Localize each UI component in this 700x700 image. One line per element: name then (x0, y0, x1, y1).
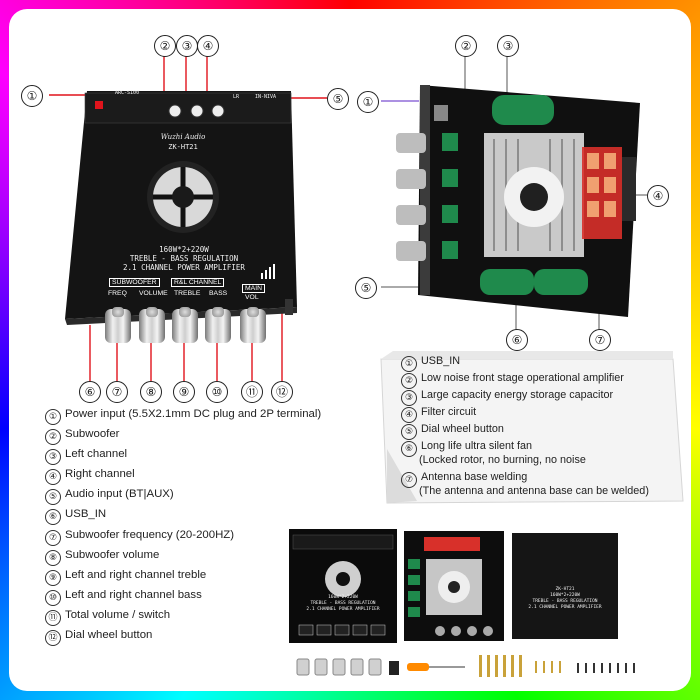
main-volume-knob (240, 307, 266, 343)
legend-num: ⑧ (45, 549, 61, 566)
legend-num: ① (401, 356, 417, 372)
treble-knob (172, 307, 198, 343)
kit-back-model: ZK-HT21 (555, 587, 575, 592)
legend-text: Right channel (65, 468, 135, 481)
legend-text: Low noise front stage operational amplif… (421, 372, 624, 384)
kit-function-line: TREBLE - BASS REGULATION (310, 601, 376, 606)
kit-accessories (296, 655, 635, 677)
kit-product-line: 2.1 CHANNEL POWER AMPLIFIER (306, 607, 380, 612)
callout-7: ⑦ (106, 381, 128, 403)
kit-front-panel-art (292, 534, 394, 636)
legend-text: Long life ultra silent fan (421, 440, 533, 452)
in-label: IN-NIVA (255, 94, 277, 100)
legend-num: ⑦ (401, 472, 417, 488)
bass-knob (205, 307, 231, 343)
front-legend: ① Power input (5.5X2.1mm DC plug and 2P t… (45, 408, 321, 649)
legend-text: Total volume / switch (65, 608, 171, 621)
legend-num: ⑨ (45, 569, 61, 586)
board-callout-2: ② (455, 35, 477, 57)
legend-num: ⑤ (401, 424, 417, 440)
legend-text: Audio input (BT|AUX) (65, 488, 174, 501)
kit-board (404, 531, 504, 641)
legend-text: Left and right channel treble (65, 568, 207, 581)
function-line: TREBLE - BASS REGULATION (129, 254, 239, 263)
legend-num: ③ (45, 449, 61, 466)
legend-num: ⑪ (45, 609, 61, 626)
model-label: ZK-HT21 (168, 143, 198, 151)
legend-text: (Locked rotor, no burning, no noise (419, 454, 586, 466)
group-subwoofer: SUBWOOFER (109, 278, 160, 287)
legend-text: Large capacity energy storage capacitor (421, 389, 614, 401)
brand-logo: Wuzhi Audio (160, 133, 206, 141)
legend-num: ④ (401, 407, 417, 423)
callout-5: ⑤ (327, 88, 349, 110)
legend-num: ① (45, 409, 61, 425)
legend-num: ③ (401, 390, 417, 406)
knob-label-volume: VOLUME (139, 290, 168, 297)
legend-text: Subwoofer frequency (20-200HZ) (65, 528, 235, 541)
kit-back-product: 2.1 CHANNEL POWER AMPLIFIER (528, 605, 602, 610)
callout-4: ④ (197, 35, 219, 57)
kit-back-panel (512, 533, 618, 639)
board-callout-3: ③ (497, 35, 519, 57)
board-legend: ① USB_IN ② Low noise front stage operation… (401, 355, 649, 502)
legend-num: ⑦ (45, 529, 61, 546)
group-main: MAIN (242, 284, 265, 293)
legend-text: USB_IN (65, 508, 107, 521)
power-rating: 160W*2+220W (159, 245, 209, 254)
kit-back-function: TREBLE - BASS REGULATION (532, 599, 598, 604)
knob-label-vol: VOL (245, 294, 259, 301)
callout-6: ⑥ (79, 381, 101, 403)
callout-2: ② (154, 35, 176, 57)
legend-text: USB_IN (421, 355, 461, 367)
kit-front-panel (289, 529, 397, 643)
circuit-board-photo (396, 85, 640, 317)
product-sheet: ARC-S100 LR IN-NIVA Wuzhi Audio ZK-HT21 … (9, 9, 691, 691)
product-line: 2.1 CHANNEL POWER AMPLIFIER (123, 263, 245, 272)
freq-knob (105, 307, 131, 343)
board-callout-7: ⑦ (589, 329, 611, 351)
kit-back-power: 160W*2+220W (550, 593, 580, 598)
legend-num: ⑫ (45, 630, 61, 647)
volume-knob (139, 307, 165, 343)
callout-8: ⑧ (140, 381, 162, 403)
legend-text: Left and right channel bass (65, 588, 202, 601)
legend-num: ⑥ (401, 441, 417, 457)
board-callout-6: ⑥ (506, 329, 528, 351)
board-callout-5: ⑤ (355, 277, 377, 299)
legend-text: Dial wheel button (65, 629, 153, 642)
board-callout-4: ④ (647, 185, 669, 207)
legend-text: Left channel (65, 448, 128, 461)
legend-text: Power input (5.5X2.1mm DC plug and 2P te… (65, 408, 322, 420)
callout-1: ① (21, 85, 43, 107)
legend-num: ⑥ (45, 509, 61, 526)
legend-num: ⑩ (45, 589, 61, 606)
callout-12: ⑫ (271, 381, 293, 403)
kit-power-line: 160W*2+220W (328, 595, 358, 600)
board-callout-1: ① (357, 91, 379, 113)
knob-label-freq: FREQ (108, 290, 127, 297)
group-rl-channel: R&L CHANNEL (171, 278, 225, 287)
legend-num: ④ (45, 469, 61, 486)
legend-text: Dial wheel button (421, 423, 504, 435)
callout-9: ⑨ (173, 381, 195, 403)
packaging-box (380, 351, 684, 504)
legend-num: ⑤ (45, 489, 61, 506)
legend-text: Subwoofer (65, 428, 120, 441)
legend-text: (The antenna and antenna base can be wel… (419, 485, 649, 497)
legend-num: ② (401, 373, 417, 389)
knob-label-treble: TREBLE (174, 290, 201, 297)
lr-label: LR (233, 94, 240, 100)
input-label: ARC-S100 (115, 90, 140, 96)
callout-3: ③ (176, 35, 198, 57)
legend-num: ② (45, 429, 61, 446)
legend-text: Filter circuit (421, 406, 477, 418)
callout-10: ⑩ (206, 381, 228, 403)
knob-label-bass: BASS (209, 290, 228, 297)
legend-text: Subwoofer volume (65, 548, 160, 561)
legend-text: Antenna base welding (421, 471, 528, 483)
callout-11: ⑪ (241, 381, 263, 403)
